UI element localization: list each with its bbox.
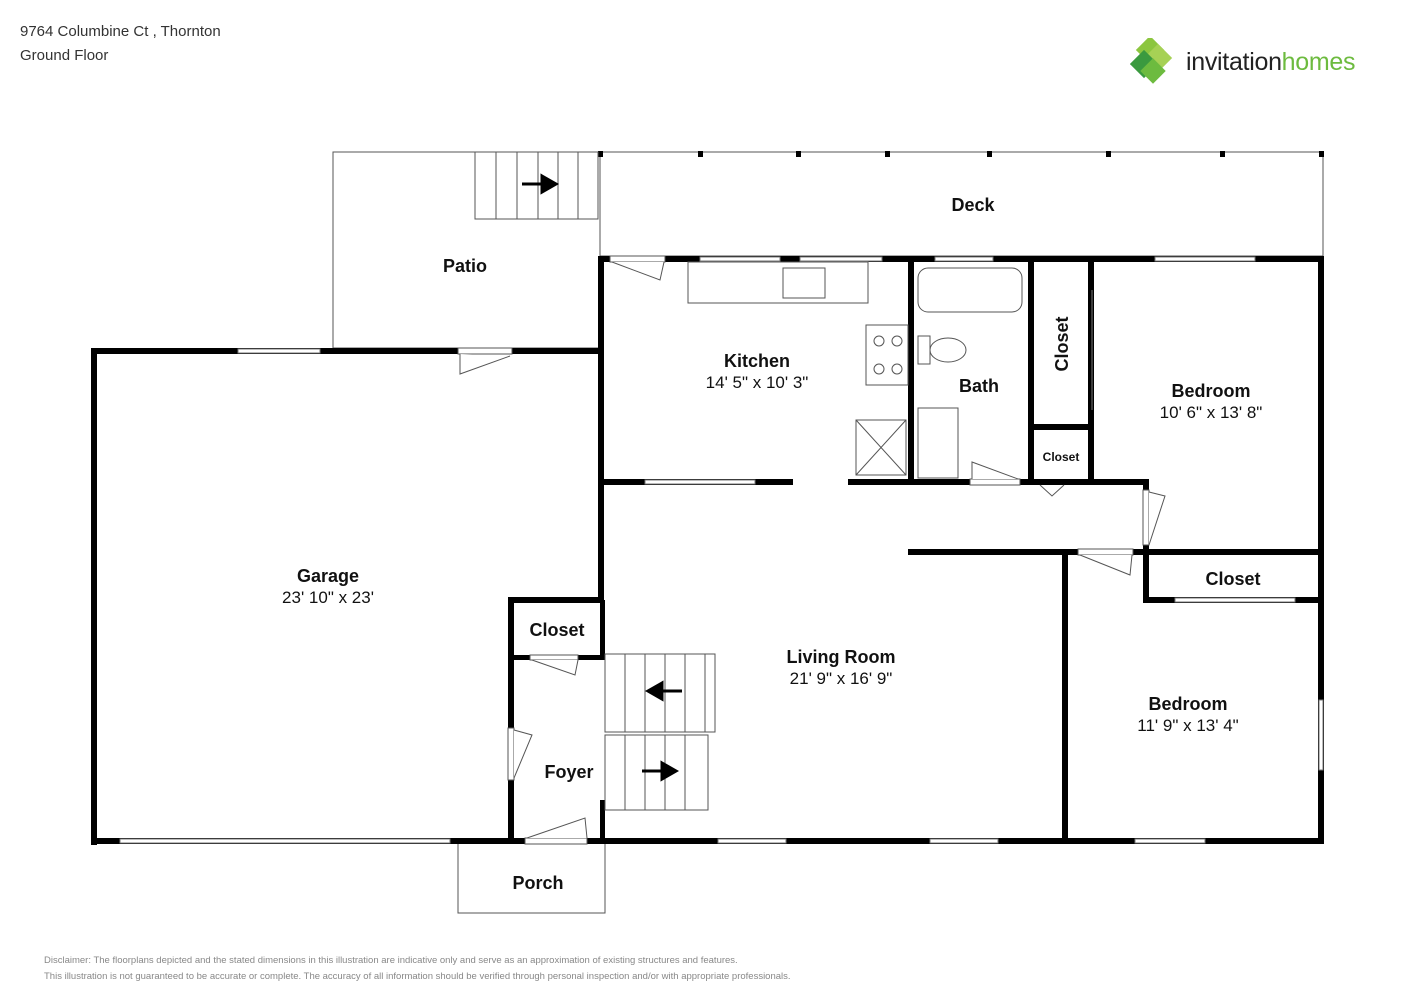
patio-stairs [474, 151, 599, 220]
address: 9764 Columbine Ct , Thornton [20, 23, 221, 40]
kitchen-counter [687, 261, 869, 304]
patio-label: Patio [443, 256, 487, 276]
bedroom-dims: 10' 6" x 13' 8" [1160, 403, 1263, 422]
deck-label: Deck [951, 195, 995, 215]
living-room-label: Living Room [787, 647, 896, 667]
fixtures [687, 261, 1023, 479]
closet-label: Closet [529, 620, 584, 640]
garage-dims: 23' 10" x 23' [282, 588, 374, 607]
bathtub-icon [917, 267, 1023, 313]
garage-label: Garage [297, 566, 359, 586]
living-room-dims: 21' 9" x 16' 9" [790, 669, 893, 688]
interior-stairs [604, 653, 716, 811]
arrow-right-icon [522, 173, 560, 195]
kitchen-dims: 14' 5" x 10' 3" [706, 373, 809, 392]
deck-posts [598, 151, 1324, 157]
closet-label: Closet [1043, 450, 1080, 464]
arrow-right-icon [642, 760, 680, 782]
closet-label: Closet [1205, 569, 1260, 589]
bath-sink-icon [917, 407, 959, 479]
floor-label: Ground Floor [20, 47, 109, 64]
toilet-icon [929, 337, 967, 363]
foyer-label: Foyer [544, 762, 593, 782]
kitchen-label: Kitchen [724, 351, 790, 371]
porch-label: Porch [512, 873, 563, 893]
stove-icon [865, 324, 909, 386]
bath-label: Bath [959, 376, 999, 396]
patio-area [332, 151, 601, 349]
bedroom-label: Bedroom [1148, 694, 1227, 714]
kitchen-sink-icon [782, 267, 826, 299]
bedroom-label: Bedroom [1171, 381, 1250, 401]
fridge-icon [855, 419, 907, 476]
disclaimer-line-1: Disclaimer: The floorplans depicted and … [44, 955, 738, 966]
disclaimer-line-2: This illustration is not guaranteed to b… [44, 971, 791, 982]
doors [457, 255, 1166, 845]
logo-word-homes: homes [1281, 47, 1356, 76]
logo-word-invitation: invitation [1186, 47, 1282, 76]
bedroom-dims: 11' 9" x 13' 4" [1137, 716, 1238, 735]
closet-label: Closet [1052, 316, 1072, 371]
arrow-left-icon [644, 680, 682, 702]
windows [119, 256, 1324, 844]
logo-mark-icon [1130, 38, 1173, 84]
